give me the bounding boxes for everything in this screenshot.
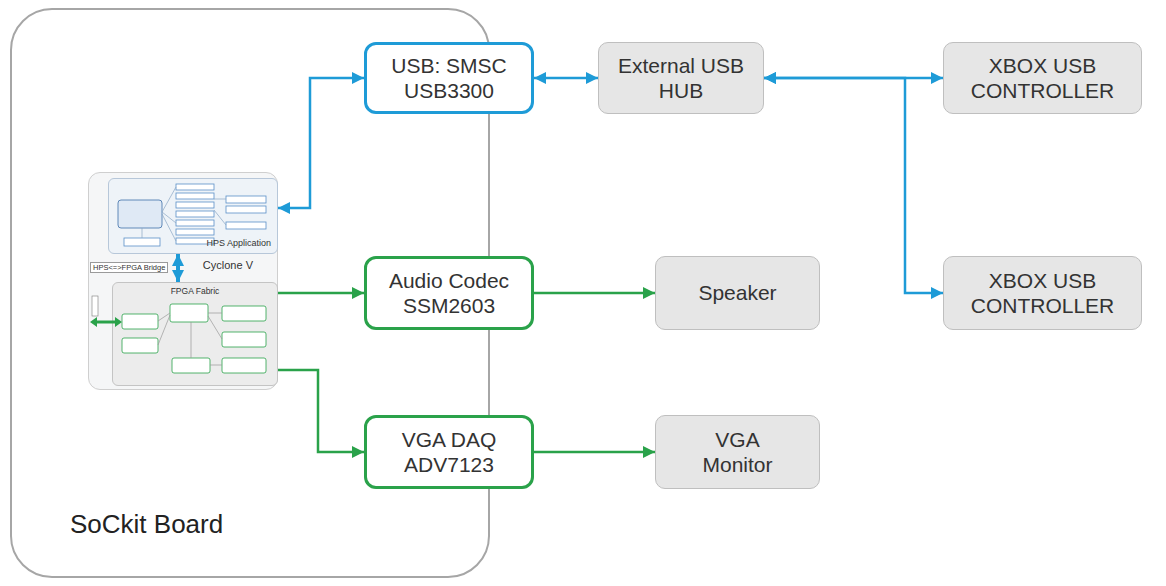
- avalon-link: [90, 296, 122, 327]
- hps-block: HPS Application: [108, 178, 278, 254]
- chip-thumbnail: Cyclone V HPS ApplicationFPGA Fabric: [88, 172, 278, 390]
- module-box: [118, 200, 162, 228]
- module-box: [226, 222, 266, 229]
- fpga-modules: [122, 304, 266, 373]
- node-label: Cyclone V: [203, 259, 253, 272]
- module-wire: [158, 313, 222, 365]
- bus-tag: [92, 296, 98, 316]
- external-device-box: External USB HUB: [598, 42, 764, 114]
- module-box: [170, 304, 208, 322]
- node-label: VGA DAQ ADV7123: [375, 427, 523, 477]
- external-device-box: XBOX USB CONTROLLER: [943, 42, 1142, 114]
- node-label: XBOX USB CONTROLLER: [955, 53, 1130, 103]
- module-box: [122, 314, 158, 329]
- connector-arrow: [278, 370, 364, 452]
- codec-chip-box: Audio Codec SSM2603: [364, 256, 534, 330]
- dac-chip-box: VGA DAQ ADV7123: [364, 415, 534, 489]
- module-box: [222, 332, 266, 347]
- board-outline: SoCkit Board Cyclone V HPS ApplicationFPGA…: [10, 8, 490, 578]
- node-label: Audio Codec SSM2603: [375, 268, 523, 318]
- module-wire: [142, 187, 226, 241]
- external-device-box: Speaker: [655, 256, 820, 330]
- module-box: [172, 358, 210, 373]
- module-box: [176, 229, 214, 235]
- module-box: [222, 306, 266, 321]
- external-device-box: XBOX USB CONTROLLER: [943, 256, 1142, 330]
- connector-arrow: [534, 292, 655, 295]
- connector-arrow: [764, 78, 943, 293]
- node-label: FPGA Fabric: [171, 286, 220, 296]
- external-device-box: VGA Monitor: [655, 415, 820, 489]
- node-label: VGA Monitor: [688, 427, 788, 477]
- node-label: External USB HUB: [610, 53, 752, 103]
- bus-arrow: [94, 321, 118, 324]
- connector-arrow: [534, 451, 655, 454]
- connector-arrow: [278, 292, 364, 295]
- label-holder: HPS<=>FPGA Bridge: [90, 262, 168, 273]
- connector-arrow: [764, 77, 943, 80]
- hps-wires: [142, 187, 226, 241]
- module-box: [122, 338, 158, 353]
- module-box: [176, 220, 214, 226]
- fpga-wires: [158, 313, 222, 365]
- connector-arrow: [278, 78, 364, 208]
- module-box: [226, 196, 266, 203]
- module-box: [176, 211, 214, 217]
- node-label: HPS Application: [206, 238, 271, 249]
- node-label: USB: SMSC USB3300: [375, 53, 523, 103]
- node-label: SoCkit Board: [70, 509, 223, 540]
- connector-arrow: [176, 254, 180, 282]
- fpga-block: FPGA Fabric: [112, 282, 278, 386]
- hps-modules: [118, 184, 266, 246]
- bus-arrow-head: [90, 317, 122, 327]
- module-box: [176, 184, 214, 190]
- bridge-label: HPS<=>FPGA Bridge: [90, 262, 168, 273]
- connector-arrow: [534, 77, 598, 80]
- usb-chip-box: USB: SMSC USB3300: [364, 42, 534, 114]
- node-label: Speaker: [698, 280, 776, 305]
- module-box: [124, 238, 160, 246]
- module-box: [176, 202, 214, 208]
- module-box: [226, 206, 266, 213]
- module-box: [176, 238, 214, 244]
- node-label: XBOX USB CONTROLLER: [955, 268, 1130, 318]
- module-box: [176, 193, 214, 199]
- module-box: [222, 358, 266, 373]
